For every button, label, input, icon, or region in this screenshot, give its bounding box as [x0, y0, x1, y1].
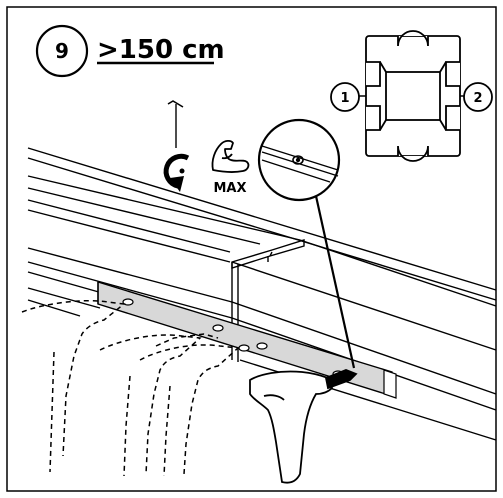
torque-max-label: MAX [213, 181, 246, 196]
flexed-arm-icon [211, 139, 250, 173]
side-label-1: 1 [340, 91, 349, 106]
allen-key-icon [167, 100, 184, 148]
step-number-circle [35, 24, 89, 78]
magnifier-callout [257, 118, 356, 369]
side-marker-1 [330, 82, 360, 112]
step-number: 9 [55, 39, 69, 63]
length-label: >150 cm [97, 35, 225, 65]
side-marker-2 [463, 82, 493, 112]
previous-hand-positions [21, 299, 240, 477]
profile-side-markers: 1 2 [330, 82, 493, 112]
detail-screw-view [261, 145, 339, 183]
side-label-2: 2 [473, 91, 482, 106]
step-header: 9 >150 cm [35, 24, 225, 78]
panel-border [6, 6, 497, 492]
hand-with-tool [249, 369, 358, 484]
profile-cross-section [365, 30, 461, 162]
connector-plate [97, 281, 397, 399]
rotate-clockwise-icon [163, 153, 190, 192]
